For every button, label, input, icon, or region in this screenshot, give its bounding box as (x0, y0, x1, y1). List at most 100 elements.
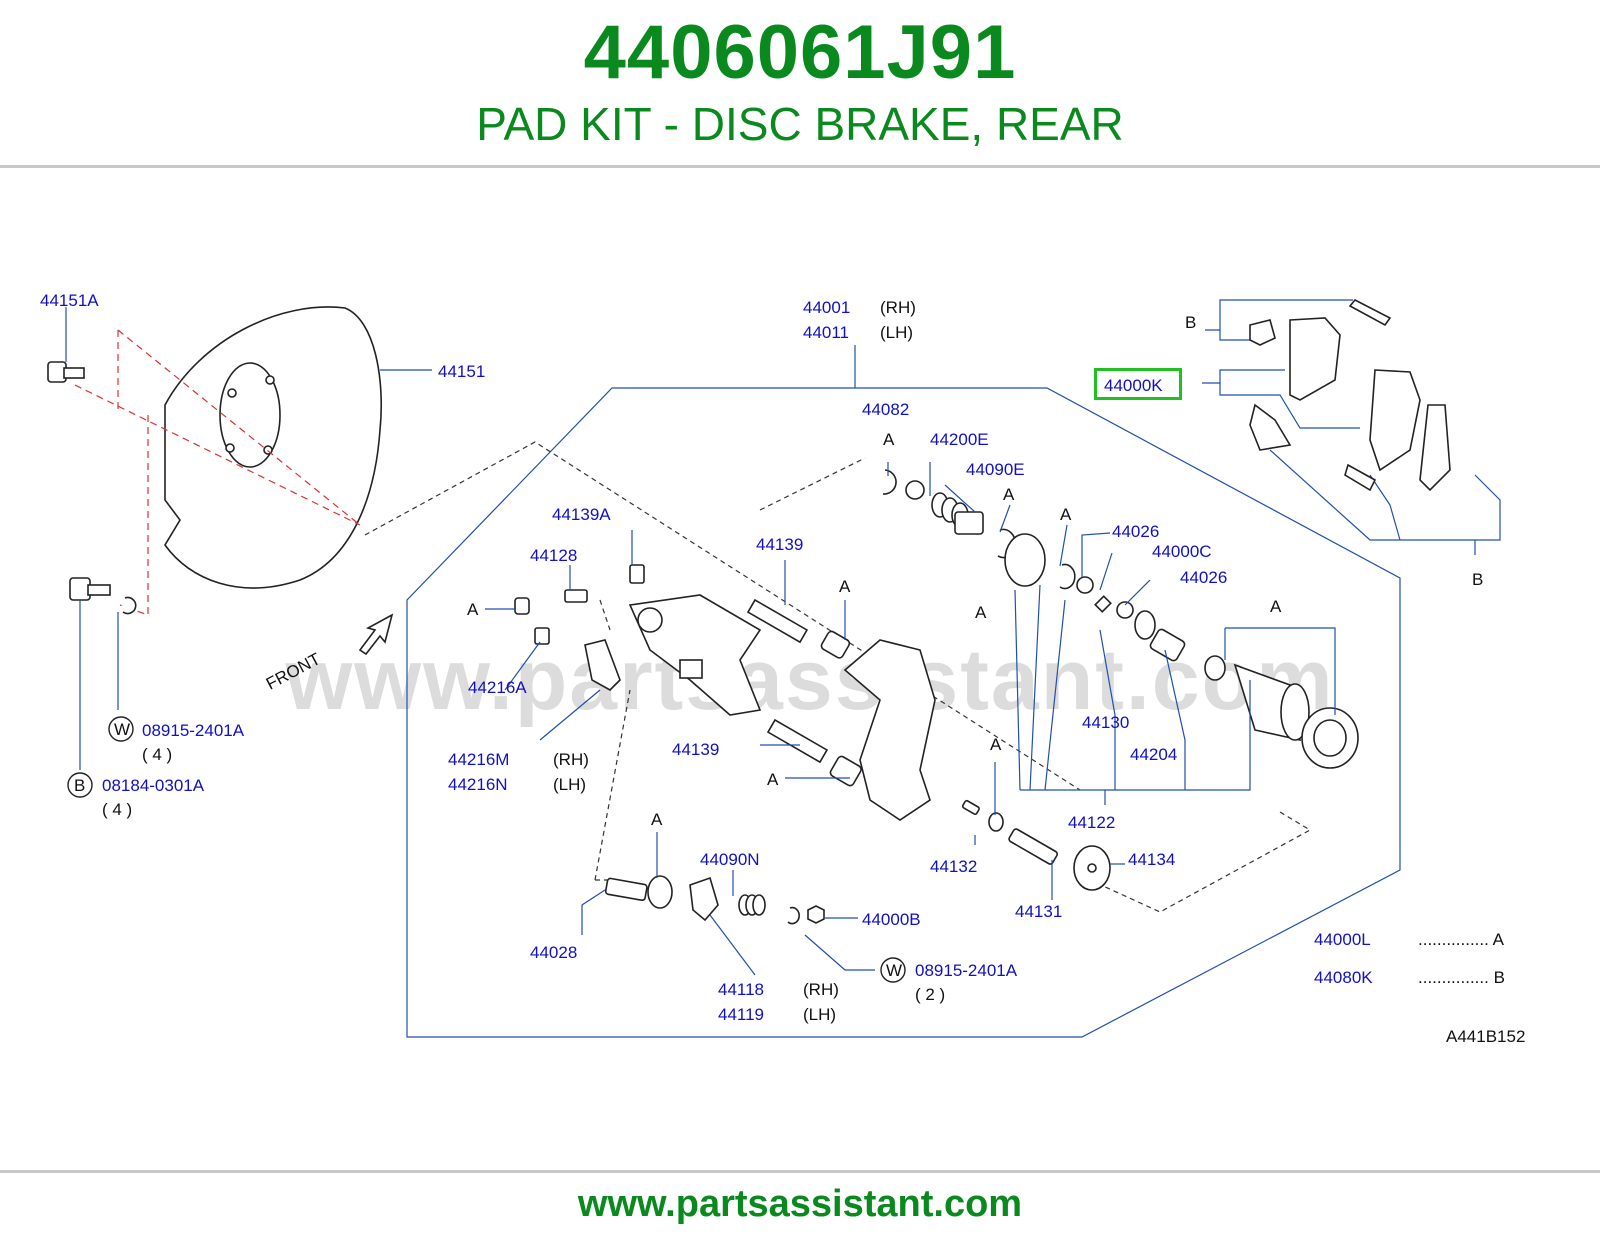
bleeder-44128[interactable] (564, 589, 588, 603)
label-44216A[interactable]: 44216A (468, 678, 527, 697)
bolt-08184-0301A[interactable] (69, 577, 111, 601)
label-44026-a[interactable]: 44026 (1112, 522, 1159, 541)
bolt-44151A[interactable] (47, 361, 85, 383)
shim-b2[interactable] (1419, 404, 1451, 492)
boot-a[interactable] (1301, 707, 1359, 769)
label-44151[interactable]: 44151 (438, 362, 485, 381)
pin-44132[interactable] (961, 799, 980, 815)
washer-08915-2401A[interactable] (122, 596, 137, 615)
label-44119[interactable]: 44119 (718, 1005, 764, 1024)
bolt-44139A[interactable] (629, 564, 645, 584)
label-44000K[interactable]: 44000K (1104, 376, 1163, 395)
nut-44000B[interactable] (807, 905, 825, 924)
marker-a-7: A (767, 770, 779, 789)
pad-clip-bottom[interactable] (1344, 463, 1377, 492)
caliper-bracket[interactable] (628, 594, 762, 716)
seal-44200E[interactable] (905, 480, 925, 500)
label-44090E[interactable]: 44090E (966, 460, 1025, 479)
page-header: 4406061J91 PAD KIT - DISC BRAKE, REAR (0, 0, 1600, 168)
label-washer-08915-1[interactable]: 08915-2401A (142, 721, 245, 740)
washer-w2[interactable] (787, 906, 800, 925)
shaft-44131[interactable] (1008, 828, 1059, 865)
label-bolt-qty: ( 4 ) (102, 800, 132, 819)
guide-pin-44139-lower[interactable] (766, 718, 863, 787)
label-44139-lower[interactable]: 44139 (672, 740, 719, 759)
brake-pad-inner[interactable] (1289, 317, 1341, 401)
push-rod-44204[interactable] (1149, 628, 1226, 681)
label-washer-qty-1: ( 4 ) (142, 745, 172, 764)
spring-44090N[interactable] (738, 894, 766, 916)
legend-44080K[interactable]: 44080K (1314, 968, 1373, 987)
legend-44000L[interactable]: 44000L (1314, 930, 1371, 949)
figure-code: A441B152 (1446, 1027, 1525, 1046)
shim-b1[interactable] (1249, 319, 1276, 346)
label-bolt-08184[interactable]: 08184-0301A (102, 776, 205, 795)
lever-44134[interactable] (1073, 845, 1111, 891)
bolt-44216A[interactable] (534, 627, 550, 645)
front-arrow-icon (358, 613, 394, 656)
part-number-title: 4406061J91 (583, 10, 1017, 95)
guide-pin-44139-upper[interactable] (746, 598, 851, 659)
label-44122[interactable]: 44122 (1068, 813, 1115, 832)
diamond-seal[interactable] (1094, 595, 1112, 613)
marker-w-1: W (114, 720, 130, 739)
marker-a-6: A (467, 600, 479, 619)
label-lh-2: (LH) (553, 775, 586, 794)
footer-url[interactable]: www.partsassistant.com (577, 1183, 1023, 1225)
snap-ring-44082[interactable] (882, 469, 897, 495)
label-44139A[interactable]: 44139A (552, 505, 611, 524)
cap-a[interactable] (514, 597, 530, 615)
ring-a2[interactable] (1004, 533, 1046, 587)
pad-clip-top[interactable] (1348, 298, 1392, 327)
marker-b-circle: B (74, 776, 85, 795)
spacer-44000C[interactable] (1076, 576, 1094, 594)
label-44132[interactable]: 44132 (930, 857, 977, 876)
label-44216N[interactable]: 44216N (448, 775, 508, 794)
footer-divider (0, 1170, 1600, 1173)
lever-44118[interactable] (689, 876, 719, 922)
marker-a-2: A (1003, 485, 1015, 504)
label-44011[interactable]: 44011 (803, 323, 849, 342)
caliper-body[interactable] (843, 639, 936, 821)
piston-44122[interactable] (1233, 663, 1310, 742)
label-44000C[interactable]: 44000C (1152, 542, 1212, 561)
label-44000B[interactable]: 44000B (862, 910, 921, 929)
adjuster-nut[interactable] (954, 511, 984, 535)
label-44130[interactable]: 44130 (1082, 713, 1129, 732)
o-ring-a[interactable] (988, 812, 1004, 832)
bolt-44028[interactable] (604, 877, 648, 902)
label-44151A[interactable]: 44151A (40, 291, 99, 310)
label-rh-3: (RH) (803, 980, 839, 999)
label-44134[interactable]: 44134 (1128, 850, 1175, 869)
label-washer-qty-2: ( 2 ) (915, 985, 945, 1004)
seal-44130[interactable] (1134, 610, 1156, 640)
pad-clip-44216M[interactable] (584, 639, 621, 691)
circle-b-marker (67, 772, 93, 798)
label-rh-2: (RH) (553, 750, 589, 769)
label-washer-08915-2[interactable]: 08915-2401A (915, 961, 1018, 980)
label-44131[interactable]: 44131 (1015, 902, 1062, 921)
label-44082[interactable]: 44082 (862, 400, 909, 419)
brake-pad-outer[interactable] (1369, 369, 1421, 472)
pad-kit-group (1202, 298, 1501, 555)
seal-a-lower[interactable] (647, 875, 673, 909)
marker-w-2: W (886, 961, 902, 980)
pad-spring[interactable] (1249, 403, 1292, 451)
snap-ring-44026[interactable] (1059, 563, 1076, 590)
backing-plate-hub-hole (219, 362, 281, 468)
label-44216M[interactable]: 44216M (448, 750, 509, 769)
label-44200E[interactable]: 44200E (930, 430, 989, 449)
label-44001[interactable]: 44001 (803, 298, 850, 317)
label-44139-upper[interactable]: 44139 (756, 535, 803, 554)
caliper-assembly-outline (406, 387, 1401, 1038)
label-44204[interactable]: 44204 (1130, 745, 1177, 764)
label-44128[interactable]: 44128 (530, 546, 577, 565)
backing-plate-group (47, 306, 432, 770)
label-44028[interactable]: 44028 (530, 943, 577, 962)
label-44118[interactable]: 44118 (718, 980, 764, 999)
highlight-box-44000K (1094, 368, 1182, 400)
snap-ring-44026b[interactable] (1116, 601, 1134, 619)
marker-b-top: B (1185, 313, 1196, 332)
label-44090N[interactable]: 44090N (700, 850, 760, 869)
label-44026-b[interactable]: 44026 (1180, 568, 1227, 587)
